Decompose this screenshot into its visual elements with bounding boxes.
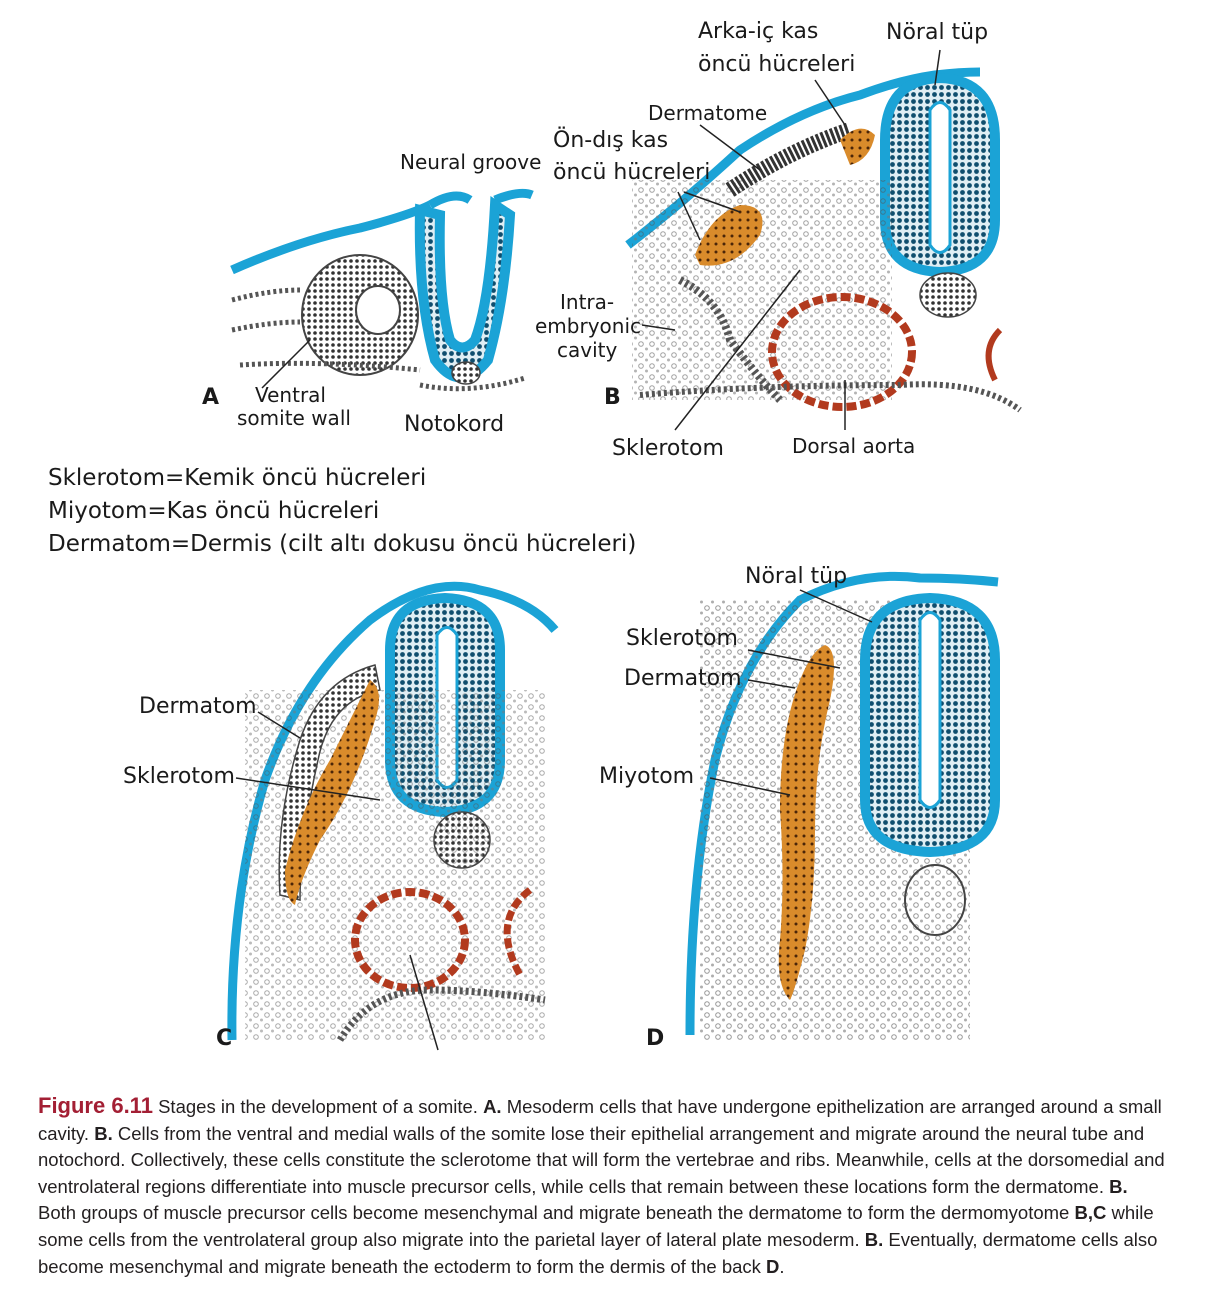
figure-caption: Figure 6.11 Stages in the development of… [38,1093,1168,1280]
sklerotom-c-label: Sklerotom [123,764,235,789]
caption-text: . [779,1255,785,1277]
neural-groove-a [414,195,516,383]
caption-text: Stages in the development of a somite. [152,1096,484,1117]
panel-letter-c: C [216,1026,233,1051]
caption-bold: B,C [1074,1202,1107,1224]
caption-text: Eventually, dermatome cells also become … [38,1228,1158,1277]
panel-c-drawing [227,581,559,1051]
ventral-pointer [261,339,311,389]
caption-bold: D [766,1255,780,1277]
sklerotom-b-label: Sklerotom [612,436,724,461]
notochord-a [451,361,481,385]
somite-illustration [227,49,1022,1051]
dorsal-aorta-b [768,293,916,411]
dermatom-c-label: Dermatom [139,694,257,719]
panel-a-drawing [230,188,534,392]
caption-bold: B. [94,1122,113,1144]
dorsal-aorta-c [351,888,469,992]
caption-bold: B. [1109,1175,1128,1197]
legend-line-2: Miyotom=Kas öncü hücreleri [48,498,380,524]
legend-line-1: Sklerotom=Kemik öncü hücreleri [48,465,427,491]
figure-number: Figure 6.11 [38,1093,153,1118]
ectoderm-a [230,200,433,275]
noral-tup-b-label: Nöral tüp [886,20,989,45]
arka-ic-label-2: öncü hücreleri [698,52,856,77]
on-dis-label-1: Ön-dış kas [553,128,669,153]
caption-text: while some cells from the ventrolateral … [38,1202,1154,1250]
miyotom-d-label: Miyotom [599,764,695,789]
caption-text: Both groups of muscle precursor cells be… [38,1202,1075,1224]
legend-line-3: Dermatom=Dermis (cilt altı dokusu öncü h… [48,531,637,557]
dermatome-b-label: Dermatome [648,101,768,125]
dorsomedial-muscle-b [840,128,875,165]
intra-label-3: cavity [557,338,618,362]
dorsal-aorta-label: Dorsal aorta [792,434,916,458]
ventral-somite-label-2: somite wall [237,406,351,430]
notochord-d [904,864,966,936]
caption-bold: B. [864,1228,884,1250]
dermatome-b [725,122,853,197]
intra-label-2: embryonic [535,314,642,338]
notochord-b [919,272,977,318]
sklerotom-d-label: Sklerotom [626,626,738,651]
somite-cavity-a [355,285,401,335]
ectoderm-c [227,581,559,1041]
panel-letter-a: A [202,385,220,410]
neural-groove-label: Neural groove [400,150,542,174]
intra-label-1: Intra- [560,290,615,314]
legend: Sklerotom=Kemik öncü hücreleri Miyotom=K… [48,462,636,561]
myotome-d [778,645,834,1000]
panel-d-drawing [685,571,1000,1040]
panel-letter-d: D [646,1026,665,1051]
caption-text: Mesoderm cells that have undergone epith… [38,1096,1162,1144]
noral-tup-d-label: Nöral tüp [745,564,848,589]
dermatom-d-label: Dermatom [624,666,742,691]
ventrolateral-muscle-b [695,205,763,266]
panel-b-drawing [625,49,1022,431]
ventral-somite-label-1: Ventral [255,383,326,407]
panel-letter-b: B [604,385,621,410]
arka-ic-label-1: Arka-iç kas [698,19,819,44]
caption-bold: A. [483,1096,502,1117]
caption-text: Cells from the ventral and medial walls … [38,1122,1165,1197]
on-dis-label-2: öncü hücreleri [553,160,711,185]
notokord-label: Notokord [404,412,505,437]
